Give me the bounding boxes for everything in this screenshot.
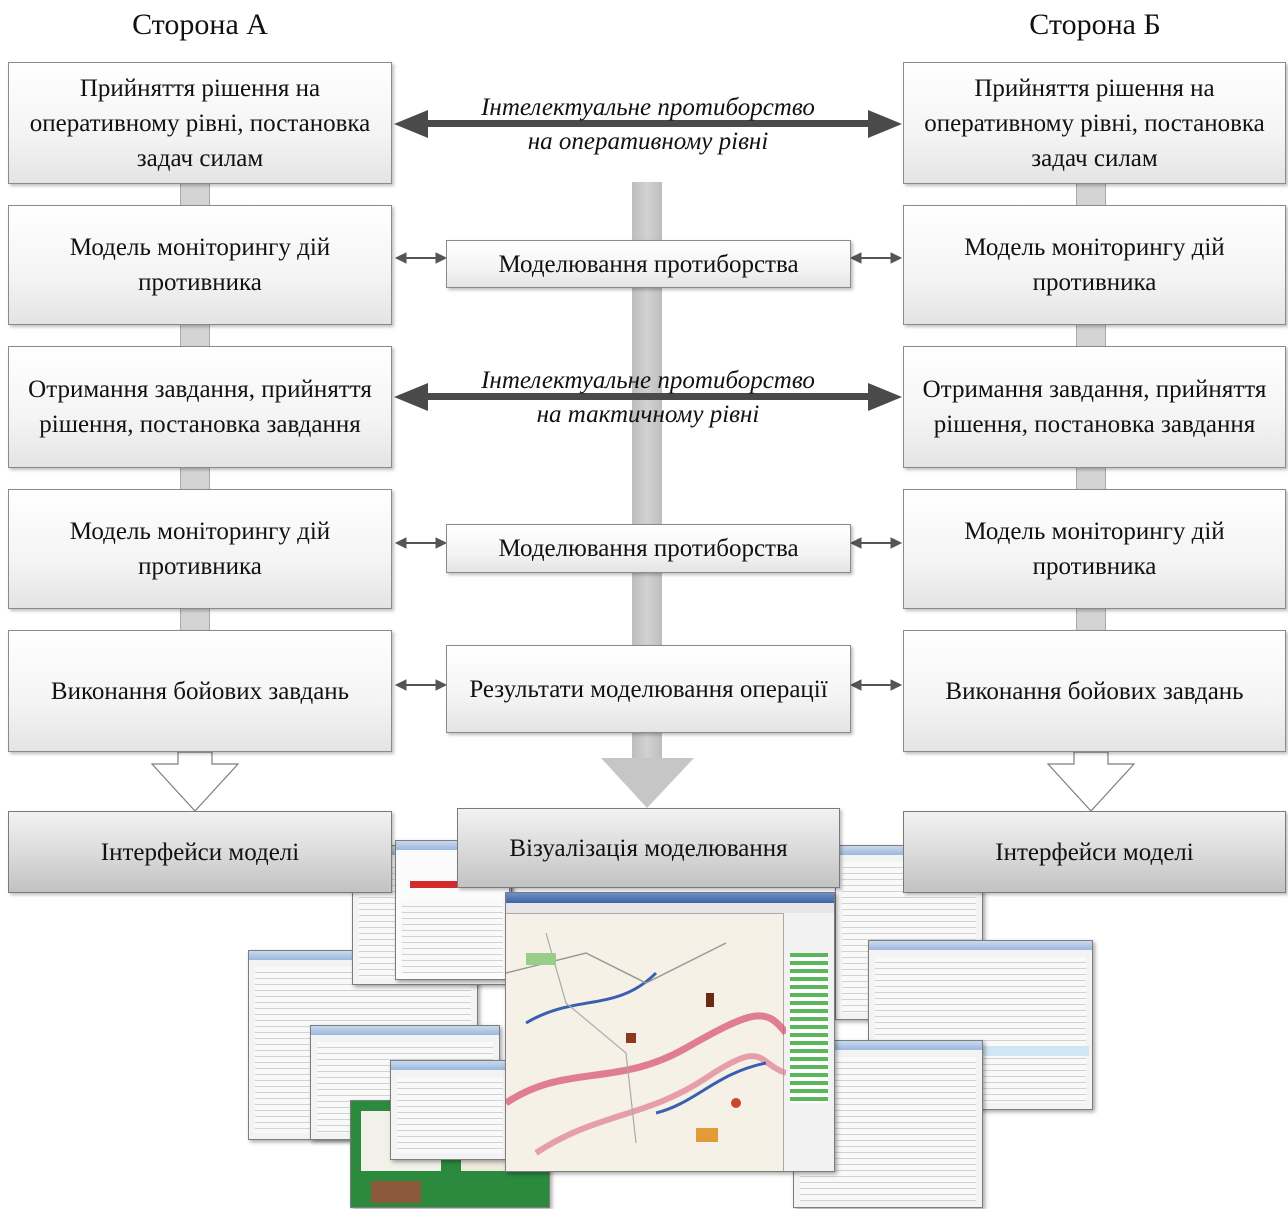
small-arrow-left-2 [394, 537, 448, 549]
right-box-operational-decision: Прийняття рішення на оперативному рівні,… [903, 62, 1286, 184]
left-box-monitoring-model-1: Модель моніторингу дій противника [8, 205, 392, 325]
operational-label-line-2: на оперативному рівні [527, 128, 769, 155]
left-connector-4 [180, 609, 210, 631]
operational-double-arrow [394, 110, 902, 138]
left-box-task-receipt: Отримання завдання, прийняття рішення, п… [8, 346, 392, 468]
modeling-confrontation-box-1: Моделювання протиборства [446, 240, 851, 288]
right-box-monitoring-model-2: Модель моніторингу дій противника [903, 489, 1286, 609]
small-arrow-right-2 [849, 537, 903, 549]
side-a-title: Сторона А [132, 8, 268, 41]
left-model-interfaces-box: Інтерфейси моделі [8, 811, 392, 893]
right-down-arrow [1046, 751, 1136, 812]
left-connector-3 [180, 467, 210, 489]
modeling-results-box: Результати моделювання операції [446, 645, 851, 733]
operational-confrontation-label: Інтелектуальне протиборство на оперативн… [428, 91, 868, 159]
tactical-label-line-2: на тактичному рівні [536, 401, 760, 428]
right-connector-1 [1076, 183, 1106, 205]
left-connector-2 [180, 324, 210, 346]
left-down-arrow [150, 751, 240, 812]
right-model-interfaces-box: Інтерфейси моделі [903, 811, 1286, 893]
small-arrow-right-3 [849, 679, 903, 691]
left-box-combat-tasks: Виконання бойових завдань [8, 630, 392, 752]
operational-label-line-1: Інтелектуальне протиборство [481, 94, 815, 121]
small-arrow-right-1 [849, 252, 903, 264]
left-box-operational-decision: Прийняття рішення на оперативному рівні,… [8, 62, 392, 184]
modeling-visualization-box: Візуалізація моделювання [457, 808, 840, 888]
right-box-task-receipt: Отримання завдання, прийняття рішення, п… [903, 346, 1286, 468]
tactical-confrontation-label: Інтелектуальне протиборство на тактичном… [428, 364, 868, 432]
small-arrow-left-1 [394, 252, 448, 264]
right-connector-4 [1076, 609, 1106, 631]
screenshot-dialog-small [390, 1060, 510, 1160]
right-connector-2 [1076, 324, 1106, 346]
right-box-monitoring-model-1: Модель моніторингу дій противника [903, 205, 1286, 325]
tactical-label-line-1: Інтелектуальне протиборство [481, 367, 815, 394]
left-connector-1 [180, 183, 210, 205]
right-box-combat-tasks: Виконання бойових завдань [903, 630, 1286, 752]
left-box-monitoring-model-2: Модель моніторингу дій противника [8, 489, 392, 609]
side-b-title: Сторона Б [1029, 8, 1161, 41]
screenshot-main-map [505, 892, 835, 1172]
small-arrow-left-3 [394, 679, 448, 691]
modeling-confrontation-box-2: Моделювання протиборства [446, 524, 851, 573]
tactical-double-arrow [394, 383, 902, 411]
right-connector-3 [1076, 467, 1106, 489]
map-drawing [506, 932, 786, 1156]
